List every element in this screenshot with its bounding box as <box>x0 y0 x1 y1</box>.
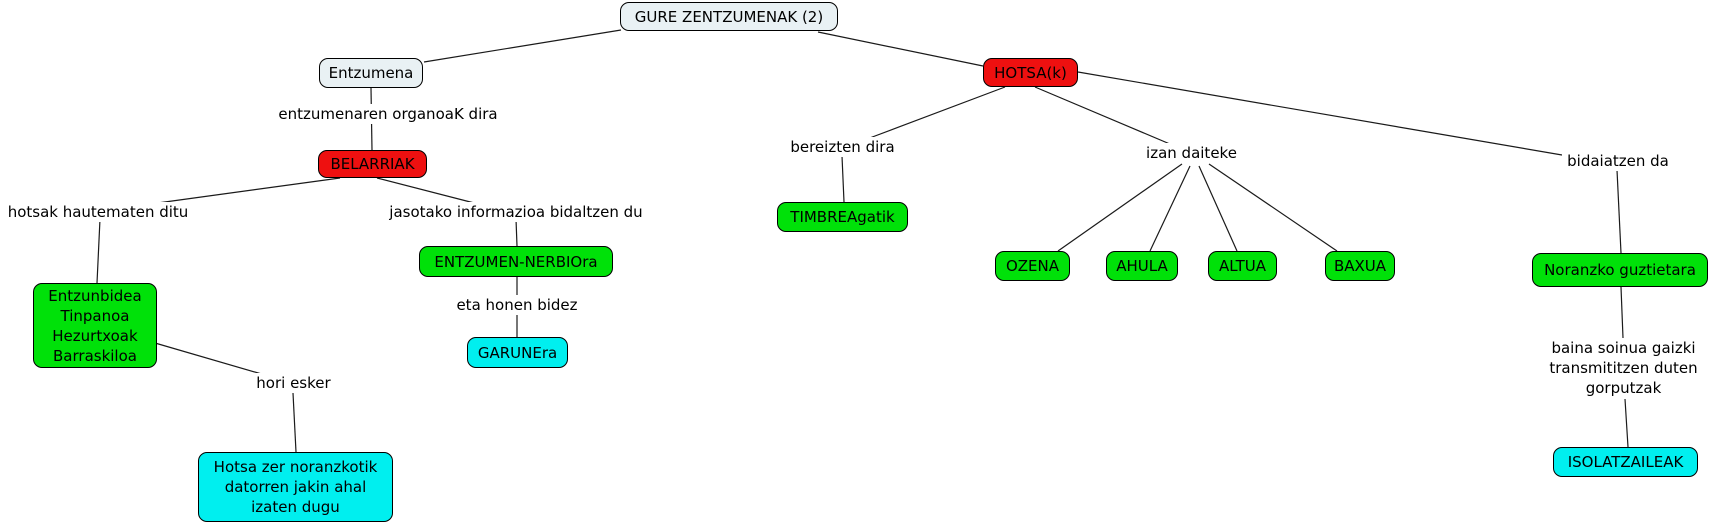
concept-ahula[interactable]: AHULA <box>1106 251 1178 281</box>
concept-isolatzaileak[interactable]: ISOLATZAILEAK <box>1553 447 1698 477</box>
edge-entzunbidea-horiesker <box>154 342 266 376</box>
concept-belarriak[interactable]: BELARRIAK <box>318 150 427 178</box>
concept-altua[interactable]: ALTUA <box>1208 251 1277 281</box>
concept-hotsak[interactable]: HOTSA(k) <box>983 58 1078 87</box>
edge-izandaiteke-ozena <box>1057 163 1183 252</box>
concept-entzumena[interactable]: Entzumena <box>319 58 423 88</box>
edge-izandaiteke-baxua <box>1208 163 1338 252</box>
edge-hotsak-izandaiteke <box>1034 86 1178 148</box>
concept-noranzko-guztietara[interactable]: Noranzko guztietara <box>1532 253 1708 287</box>
linking-phrase-organoak[interactable]: entzumenaren organoaK dira <box>253 104 523 124</box>
concept-root[interactable]: GURE ZENTZUMENAK (2) <box>620 2 838 31</box>
concept-hotsa-noranzkotik[interactable]: Hotsa zer noranzkotik datorren jakin aha… <box>198 452 393 522</box>
edge-root-entzumena <box>423 29 622 63</box>
edge-izandaiteke-ahula <box>1149 165 1191 252</box>
concept-baxua[interactable]: BAXUA <box>1325 251 1395 281</box>
linking-phrase-hautematen[interactable]: hotsak hautematen ditu <box>0 202 196 222</box>
edge-root-hotsak <box>817 31 984 67</box>
edge-hotsak-bereizten <box>866 86 1006 140</box>
edge-izandaiteke-altua <box>1198 165 1238 252</box>
edge-baina-isolatzaileak <box>1624 398 1629 448</box>
concept-garunera[interactable]: GARUNEra <box>467 337 568 368</box>
edge-belarriak-hautematen <box>142 177 341 206</box>
edge-bidaiatzen-noranzko <box>1616 169 1622 254</box>
edge-hautematen-entzunbidea <box>96 218 101 284</box>
linking-phrase-baina-soinua[interactable]: baina soinua gaizki transmititzen duten … <box>1545 338 1702 398</box>
linking-phrase-honen-bidez[interactable]: eta honen bidez <box>452 295 582 315</box>
edge-bereizten-timbrea <box>841 155 845 203</box>
concept-ozena[interactable]: OZENA <box>995 251 1070 281</box>
edge-bidaltzen-nerbioa <box>515 218 518 247</box>
linking-phrase-izan-daiteke[interactable]: izan daiteke <box>1143 143 1240 163</box>
concept-entzumen-nerbioa[interactable]: ENTZUMEN-NERBIOra <box>419 246 613 277</box>
edge-horiesker-hotsazer <box>292 392 297 453</box>
concept-entzunbidea[interactable]: Entzunbidea Tinpanoa Hezurtxoak Barraski… <box>33 283 157 368</box>
linking-phrase-bidaltzen[interactable]: jasotako informazioa bidaltzen du <box>380 202 652 222</box>
edge-belarriak-bidaltzen <box>376 177 483 206</box>
concept-timbreagatik[interactable]: TIMBREAgatik <box>777 202 908 232</box>
linking-phrase-bereizten[interactable]: bereizten dira <box>787 137 898 157</box>
linking-phrase-hori-esker[interactable]: hori esker <box>253 373 334 393</box>
edge-noranzko-baina <box>1620 286 1624 339</box>
linking-phrase-bidaiatzen[interactable]: bidaiatzen da <box>1562 151 1674 171</box>
